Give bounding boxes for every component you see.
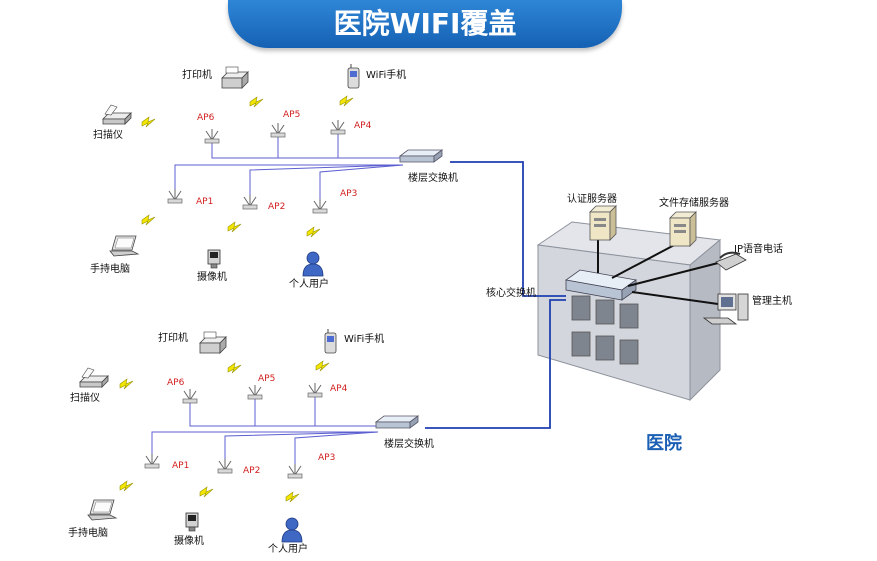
ip-phone-icon [715, 251, 747, 271]
floor2-ap1-icon [144, 453, 160, 469]
floor2-ap5-icon [247, 384, 263, 400]
floor2-switch-label: 楼层交换机 [384, 439, 434, 450]
floor1-printer-label: 打印机 [182, 70, 212, 81]
floor1-bolt-user [306, 226, 321, 238]
file-server-label: 文件存储服务器 [659, 198, 729, 209]
floor1-user-label: 个人用户 [289, 279, 329, 290]
floor1-camera-label: 摄像机 [197, 272, 227, 283]
file-server-icon [669, 211, 697, 247]
floor1-laptop-icon [109, 235, 139, 257]
floor1-switch-label: 楼层交换机 [408, 173, 458, 184]
hospital-label: 医院 [646, 433, 682, 454]
hospital-building [536, 221, 722, 402]
floor1-ap5-icon [270, 122, 286, 138]
floor2-laptop-label: 手持电脑 [68, 528, 108, 539]
floor1-bolt-camera [227, 221, 242, 233]
floor1-camera-icon [207, 249, 221, 269]
floor1-ap6-icon [204, 128, 220, 144]
floor1-ap6-label: AP6 [197, 113, 215, 123]
floor1-ap4-label: AP4 [354, 121, 372, 131]
floor2-bolt-camera [199, 486, 214, 498]
floor1-ap3-icon [312, 198, 328, 214]
floor1-printer-icon [221, 66, 249, 89]
floor2-bolt-user [285, 491, 300, 503]
uplink-floor1 [450, 161, 566, 297]
floor2-laptop-icon [87, 499, 117, 521]
floor2-ap5-label: AP5 [258, 374, 276, 384]
core-switch-label: 核心交换机 [486, 288, 536, 299]
ip-phone-label: IP语音电话 [734, 244, 783, 255]
floor2-user-label: 个人用户 [268, 544, 308, 555]
floor2-user-icon [281, 517, 303, 543]
floor2-scanner-label: 扫描仪 [70, 393, 100, 404]
floor1-scanner-icon [102, 104, 132, 125]
floor1-laptop-label: 手持电脑 [90, 264, 130, 275]
floor2-printer-icon [199, 331, 227, 354]
floor1-ap1-label: AP1 [196, 197, 214, 207]
floor2-switch-icon [375, 415, 419, 429]
floor1-scanner-label: 扫描仪 [93, 130, 123, 141]
floor1-wifi-phone-label: WiFi手机 [366, 70, 407, 81]
floor1-bolt-phone [339, 95, 354, 107]
page-title: 医院WIFI覆盖 [333, 7, 517, 40]
floor1-bolt-printer [249, 96, 264, 108]
floor2-camera-icon [185, 512, 199, 532]
floor2-ap3-label: AP3 [318, 453, 336, 463]
floor2-bolt-scanner [119, 378, 134, 390]
admin-host-label: 管理主机 [752, 296, 792, 307]
floor2-camera-label: 摄像机 [174, 536, 204, 547]
admin-host-icon [702, 293, 749, 325]
floor2-printer-label: 打印机 [158, 333, 188, 344]
floor2-ap6-icon [182, 388, 198, 404]
floor2-bolt-printer [227, 362, 242, 374]
floor2-bolt-laptop [119, 480, 134, 492]
floor2-ap1-label: AP1 [172, 461, 190, 471]
floor1-bolt-laptop [141, 214, 156, 226]
floor2-wifi-phone-label: WiFi手机 [344, 334, 385, 345]
title-banner [228, 0, 622, 48]
auth-server-label: 认证服务器 [567, 194, 617, 205]
floor2-ap6-label: AP6 [167, 378, 185, 388]
floor1-ap3-label: AP3 [340, 189, 358, 199]
floor2-wiring [151, 394, 379, 465]
floor1-ap4-icon [330, 119, 346, 135]
floor1-ap1-icon [167, 188, 183, 204]
floor1-ap2-icon [242, 194, 258, 210]
floor1-switch-icon [399, 149, 443, 163]
floor1-wifi-phone-icon [347, 63, 360, 89]
floor1-user-icon [302, 251, 324, 277]
auth-server-icon [589, 205, 617, 241]
floor2-scanner-icon [79, 367, 109, 388]
floor2-ap3-icon [287, 463, 303, 479]
floor2-bolt-phone [315, 360, 330, 372]
uplink-floor2 [425, 299, 566, 429]
floor1-ap5-label: AP5 [283, 110, 301, 120]
floor2-ap4-label: AP4 [330, 384, 348, 394]
floor1-ap2-label: AP2 [268, 202, 286, 212]
floor1-bolt-scanner [141, 116, 156, 128]
floor2-wifi-phone-icon [324, 328, 337, 354]
floor2-ap2-icon [217, 458, 233, 474]
floor2-ap4-icon [307, 382, 323, 398]
floor2-ap2-label: AP2 [243, 466, 261, 476]
core-switch-icon [564, 269, 638, 301]
